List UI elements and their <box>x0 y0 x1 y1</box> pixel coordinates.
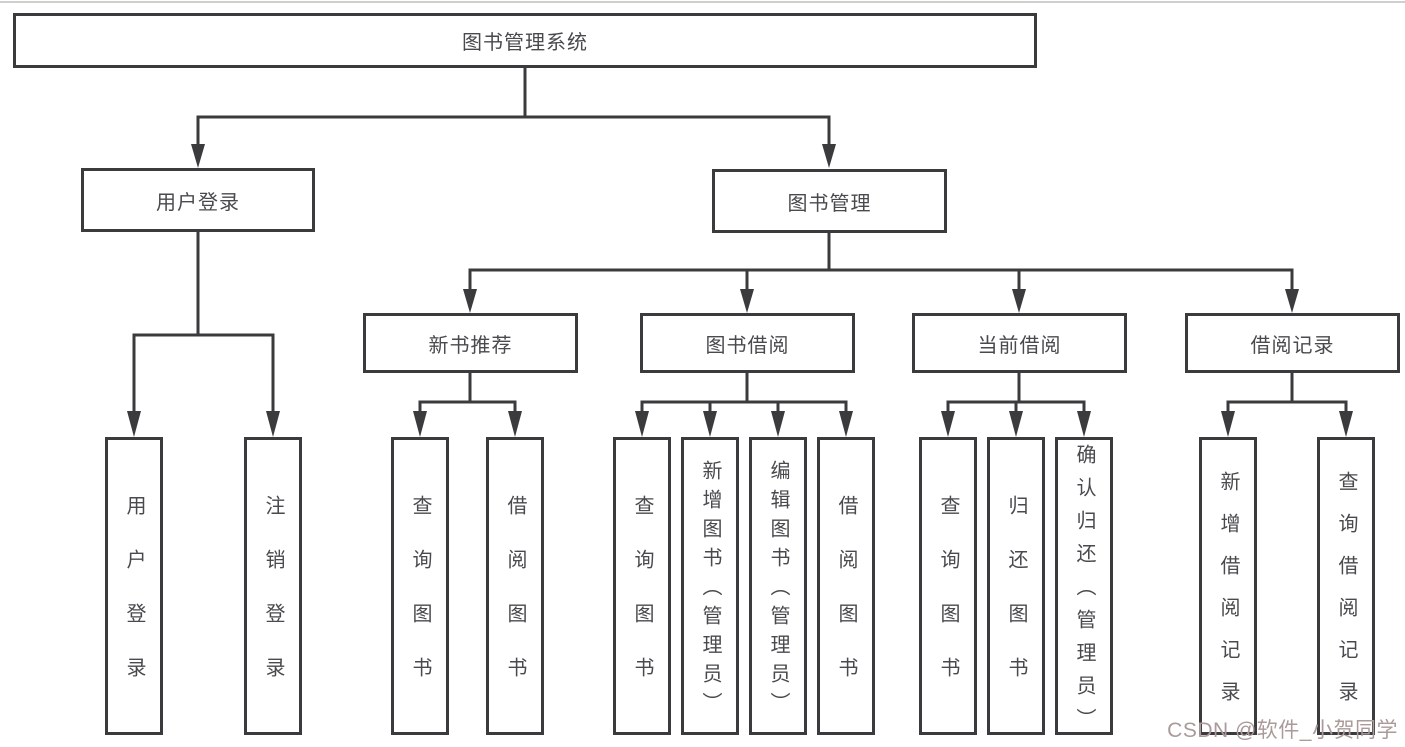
arrow-icon <box>1009 411 1023 437</box>
node-leaf-label: 查询借阅记录 <box>1335 471 1357 723</box>
arrow-icon <box>635 411 649 437</box>
node-leaf-label: 查询图书 <box>937 495 959 711</box>
node-user-login-label: 用户登录 <box>156 191 240 214</box>
node-current-borrow: 当前借阅 <box>912 313 1127 373</box>
node-borrow-record: 借阅记录 <box>1185 313 1400 373</box>
node-leaf-borrow-book-recommend: 借阅图书 <box>486 437 544 735</box>
node-leaf-label: 注销登录 <box>262 495 284 711</box>
node-leaf-add-borrow-record: 新增借阅记录 <box>1199 437 1257 735</box>
node-root-label: 图书管理系统 <box>462 32 588 54</box>
node-new-book-recommend-label: 新书推荐 <box>428 334 513 357</box>
node-leaf-query-book-borrow: 查询图书 <box>613 437 671 735</box>
node-leaf-edit-book-admin: 编辑图书（管理员） <box>749 437 807 735</box>
arrow-icon <box>703 411 717 437</box>
arrow-icon <box>127 411 141 437</box>
arrow-icon <box>266 411 280 437</box>
node-book-borrow: 图书借阅 <box>640 313 855 373</box>
node-leaf-query-borrow-record: 查询借阅记录 <box>1317 437 1375 735</box>
arrow-icon <box>463 289 477 313</box>
connector-current-borrow <box>946 371 1086 419</box>
connector-new-book-recommend <box>418 371 517 419</box>
arrow-icon <box>1339 411 1353 437</box>
node-leaf-confirm-return-admin: 确认归还（管理员） <box>1055 437 1113 741</box>
node-root: 图书管理系统 <box>13 13 1037 68</box>
arrow-icon <box>740 289 754 313</box>
connector-book-borrow <box>640 371 848 419</box>
connector-book-management <box>468 231 1294 295</box>
arrow-icon <box>771 411 785 437</box>
node-leaf-borrow-book: 借阅图书 <box>817 437 875 735</box>
node-leaf-label: 编辑图书（管理员） <box>767 460 789 721</box>
arrow-icon <box>839 411 853 437</box>
node-leaf-add-book-admin: 新增图书（管理员） <box>681 437 739 735</box>
node-leaf-query-book-current: 查询图书 <box>919 437 977 735</box>
node-leaf-query-book-recommend: 查询图书 <box>391 437 449 735</box>
arrow-icon <box>508 411 522 437</box>
node-book-management-label: 图书管理 <box>787 192 872 215</box>
arrow-icon <box>191 144 205 168</box>
node-leaf-label: 借阅图书 <box>835 495 857 711</box>
arrow-icon <box>822 144 836 168</box>
watermark: CSDN @软件_小贺同学 <box>1167 719 1398 742</box>
node-borrow-record-label: 借阅记录 <box>1250 334 1335 357</box>
node-book-borrow-label: 图书借阅 <box>705 334 790 357</box>
node-leaf-label: 新增借阅记录 <box>1217 471 1239 723</box>
node-leaf-label: 新增图书（管理员） <box>699 460 721 721</box>
node-leaf-label: 确认归还（管理员） <box>1073 444 1095 741</box>
page-top-border <box>0 1 1405 3</box>
arrow-icon <box>1077 411 1091 437</box>
node-leaf-label: 归还图书 <box>1005 495 1027 711</box>
arrow-icon <box>941 411 955 437</box>
node-leaf-return-book: 归还图书 <box>987 437 1045 735</box>
arrow-icon <box>1012 289 1026 313</box>
arrow-icon <box>1285 289 1299 313</box>
node-leaf-label: 查询图书 <box>631 495 653 711</box>
node-leaf-label: 查询图书 <box>409 495 431 711</box>
node-leaf-label: 用户登录 <box>123 495 145 711</box>
connector-root <box>196 66 831 150</box>
node-book-management: 图书管理 <box>712 169 947 233</box>
node-new-book-recommend: 新书推荐 <box>363 313 578 373</box>
arrow-icon <box>413 411 427 437</box>
connector-borrow-record <box>1226 371 1348 419</box>
node-leaf-user-login: 用户登录 <box>105 437 163 735</box>
node-user-login: 用户登录 <box>81 168 315 232</box>
node-leaf-logout: 注销登录 <box>244 437 302 735</box>
connector-user-login <box>132 230 275 419</box>
node-current-borrow-label: 当前借阅 <box>977 334 1062 357</box>
arrow-icon <box>1221 411 1235 437</box>
node-leaf-label: 借阅图书 <box>504 495 526 711</box>
